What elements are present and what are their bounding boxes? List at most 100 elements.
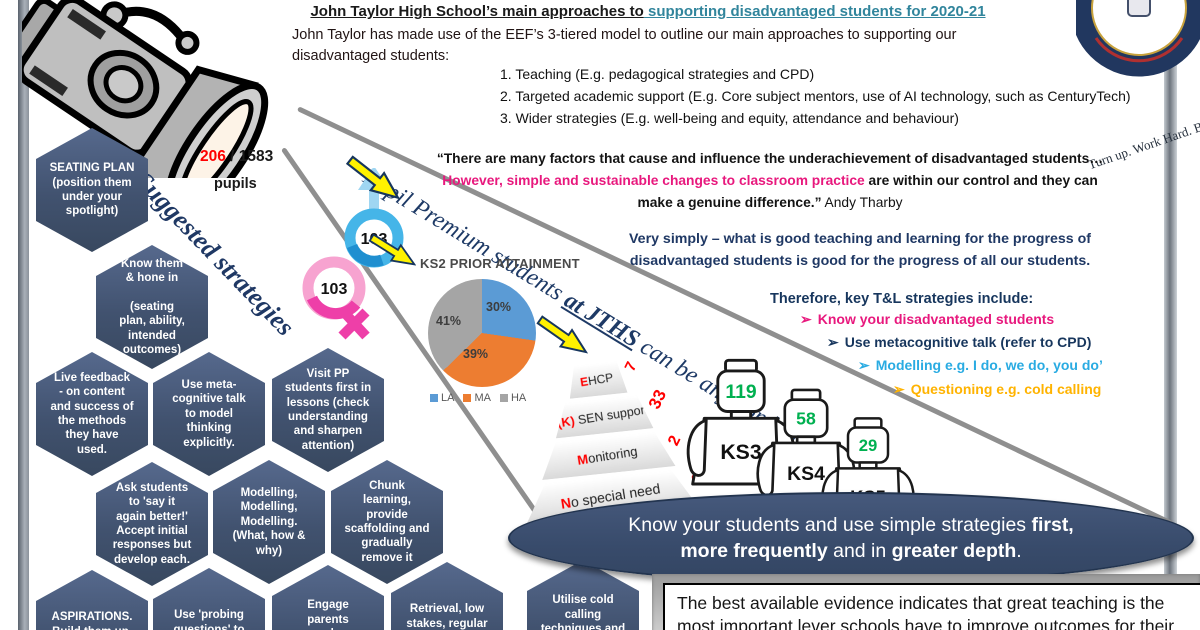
tier-rest: HCP	[587, 370, 615, 389]
ks3-count: 119	[725, 382, 756, 403]
strategy-label: Questioning e.g. cold calling	[910, 381, 1102, 397]
tier-item-3: 3. Wider strategies (E.g. well-being and…	[500, 110, 959, 126]
tier-item-1: 1. Teaching (E.g. pedagogical strategies…	[500, 66, 815, 82]
arrow-to-gender	[345, 155, 401, 200]
pyramid-tier-ehcp: EHCP	[567, 361, 628, 399]
strategy-label: Know your disadvantaged students	[817, 311, 1055, 327]
legend-ha: HA	[499, 392, 527, 404]
spotlight-illustration	[22, 0, 269, 178]
pp-numerator: 206	[200, 148, 226, 165]
hex-chunk-learning: Chunk learning, provide scaffolding and …	[331, 460, 443, 584]
hex-modelling: Modelling, Modelling, Modelling. (What, …	[213, 460, 325, 584]
hex-seating-plan: SEATING PLAN (position them under your s…	[36, 128, 148, 252]
hex-label: SEATING PLAN (position them under your s…	[49, 162, 135, 218]
hex-label: Utilise cold calling techniques and make…	[540, 594, 626, 630]
chevron-bullet-icon: ➢	[858, 357, 870, 373]
pupil-count-label: pupils	[214, 176, 257, 192]
legend-swatch-la	[430, 394, 438, 402]
evidence-box: The best available evidence indicates th…	[663, 583, 1200, 630]
lego-figure-ks4: 58 KS4	[756, 388, 856, 505]
chevron-bullet-icon: ➢	[827, 334, 839, 350]
hex-label: Retrieval, low stakes, regular interleav…	[406, 603, 488, 630]
hex-label: Engage parents early. Positive	[307, 599, 349, 630]
eef-tier-list: 1. Teaching (E.g. pedagogical strategies…	[500, 63, 1131, 129]
legend-swatch-ha	[499, 394, 508, 402]
hex-say-it-again: Ask students to 'say it again better!' A…	[96, 462, 208, 586]
arrow-to-pyramid	[536, 315, 589, 354]
hex-probing-questions: Use 'probing questions' to challenge	[153, 568, 265, 630]
oval-bold: more frequently	[680, 539, 828, 562]
chevron-bullet-icon: ➢	[893, 381, 905, 397]
oval-bold: greater depth	[891, 539, 1017, 562]
tharby-quote: “There are many factors that cause and i…	[430, 148, 1110, 213]
logo-shield	[1127, 0, 1151, 17]
pie-legend: LA MA HA	[430, 392, 526, 404]
hex-label: Modelling, Modelling, Modelling. (What, …	[232, 487, 306, 557]
page-title-teal: supporting disadvantaged students for 20…	[643, 3, 986, 20]
strategy-label: Use metacognitive talk (refer to CPD)	[844, 334, 1092, 350]
school-crest-logo: INTEGRITY Striving for personal excellen…	[1076, 0, 1200, 77]
arrow-to-ks2-chart	[368, 233, 417, 266]
pp-denominator: / 1583	[225, 148, 274, 165]
legend-label: LA	[441, 392, 455, 404]
intro-paragraph: John Taylor has made use of the EEF’s 3-…	[292, 27, 957, 65]
legend-label: HA	[510, 392, 527, 404]
hex-label: Chunk learning, provide scaffolding and …	[344, 479, 430, 564]
strategy-know-students: ➢ Know your disadvantaged students	[800, 311, 1054, 328]
hex-label: Live feedback - on content and success o…	[50, 371, 134, 456]
quote-part2: are within our control and they can make…	[637, 172, 1098, 210]
tier-count-ehcp: 7	[621, 359, 641, 375]
pyramid-tier-sen: (K) SEN support	[552, 394, 653, 438]
tier-count-sen: 33	[644, 386, 671, 412]
hex-label: Use 'probing questions' to challenge	[173, 609, 245, 630]
pie-label-ha: 41%	[436, 314, 462, 328]
tier-rest: SEN support	[573, 402, 650, 428]
hex-live-feedback: Live feedback - on content and success o…	[36, 352, 148, 476]
chevron-bullet-icon: ➢	[800, 311, 812, 327]
ks4-count: 58	[796, 408, 816, 428]
legend-ma: MA	[463, 392, 491, 404]
hex-metacognitive: Use meta- cognitive talk to model thinki…	[153, 352, 265, 476]
legend-swatch-ma	[463, 394, 472, 402]
left-frame-bar	[18, 0, 29, 630]
strategy-modelling: ➢ Modelling e.g. I do, we do, you do’	[858, 357, 1103, 374]
female-count: 103	[321, 281, 348, 298]
pupil-count: 206 / 1583	[200, 148, 273, 166]
hex-label: ASPIRATIONS. Build them up. Believe ever…	[51, 611, 133, 630]
hex-visit-pp-first: Visit PP students first in lessons (chec…	[272, 348, 384, 472]
tl-strategies-heading: Therefore, key T&L strategies include:	[770, 291, 1034, 307]
tier-rest: onitoring	[586, 442, 639, 466]
strategy-label: Modelling e.g. I do, we do, you do’	[875, 357, 1103, 373]
strategy-metacognitive-talk: ➢ Use metacognitive talk (refer to CPD)	[827, 334, 1091, 351]
hex-retrieval: Retrieval, low stakes, regular interleav…	[391, 562, 503, 630]
hex-label: Ask students to 'say it again better!' A…	[112, 481, 192, 566]
quote-attribution: Andy Tharby	[821, 194, 903, 210]
legend-label: MA	[474, 392, 491, 404]
page-title-black: John Taylor High School’s main approache…	[310, 3, 644, 20]
tier-item-2: 2. Targeted academic support (E.g. Core …	[500, 88, 1131, 104]
oval-text: .	[1016, 539, 1022, 562]
hex-engage-parents: Engage parents early. Positive	[272, 565, 384, 630]
quote-highlight: However, simple and sustainable changes …	[442, 172, 865, 188]
oval-text: Know your students and use simple strate…	[628, 513, 1032, 536]
oval-bold: first,	[1031, 513, 1074, 536]
evidence-text: The best available evidence indicates th…	[677, 593, 1175, 630]
ks3-label: KS3	[720, 440, 762, 464]
very-simply-statement: Very simply – what is good teaching and …	[629, 231, 1091, 269]
pie-label-la: 30%	[486, 300, 512, 314]
ks2-pie	[428, 279, 536, 387]
hex-know-them: Know them & hone in (seating plan, abili…	[96, 245, 208, 369]
hex-label: Visit PP students first in lessons (chec…	[284, 367, 372, 452]
pie-label-ma: 39%	[463, 347, 489, 361]
ks5-count: 29	[859, 436, 878, 455]
strategy-questioning: ➢ Questioning e.g. cold calling	[893, 381, 1101, 398]
evidence-box-frame: The best available evidence indicates th…	[652, 574, 1200, 630]
ks2-chart-title: KS2 PRIOR ATTAINMENT	[420, 256, 580, 271]
oval-line2: more frequently and in greater depth.	[510, 540, 1192, 563]
hex-aspirations: ASPIRATIONS. Build them up. Believe ever…	[36, 570, 148, 630]
right-frame-bar	[1164, 0, 1177, 630]
hex-label: Use meta- cognitive talk to model thinki…	[172, 379, 246, 449]
legend-la: LA	[430, 392, 454, 404]
hex-label: Know them & hone in (seating plan, abili…	[119, 257, 185, 356]
